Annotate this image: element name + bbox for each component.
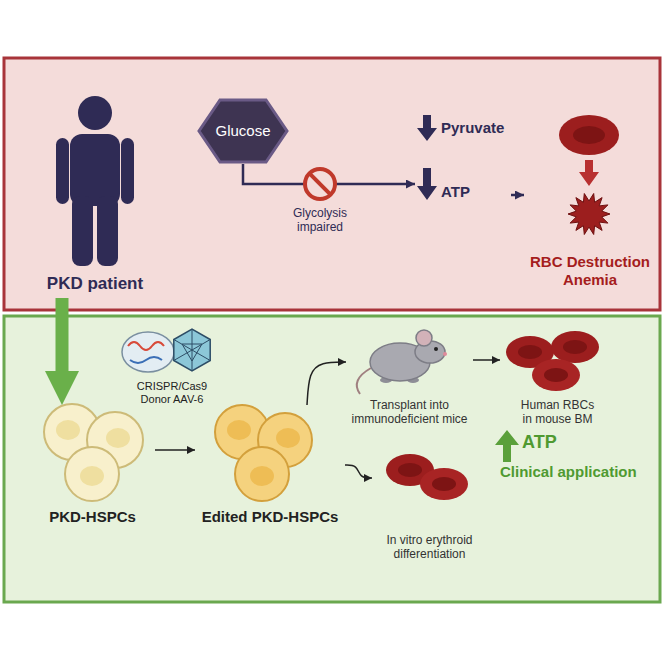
dna-strand <box>130 357 162 363</box>
mouse-node: Transplant into immunodeficient mice <box>346 325 473 430</box>
node-text: Human RBCs in mouse BM <box>518 398 598 426</box>
node-text: PKD-HSPCs <box>49 508 136 526</box>
node-text: ATP <box>441 183 470 201</box>
connector-arrow <box>473 359 500 361</box>
human-rbcs <box>506 331 599 391</box>
mouse-figure <box>357 330 447 394</box>
rbc-disc <box>559 115 619 155</box>
capsid-facets <box>174 329 210 371</box>
node-text: Edited PKD-HSPCs <box>202 508 339 526</box>
rbc-disc <box>420 468 468 500</box>
patient-head <box>78 96 112 130</box>
patient-arm <box>56 138 69 204</box>
increase-arrow <box>495 430 519 462</box>
patient-node: PKD patient <box>30 88 160 298</box>
pkd-hspc-cells <box>44 404 143 501</box>
edge-label: Glycolysis impaired <box>285 206 355 234</box>
cell-nucleus <box>250 466 274 486</box>
edited-hspc-cells <box>215 405 312 501</box>
rbc-disc <box>551 331 599 363</box>
rbc-center <box>398 463 422 477</box>
prohibition-ring <box>305 169 335 199</box>
increase-label: ATP <box>522 432 557 452</box>
hspc-cell <box>235 447 289 501</box>
node-text: Glucose <box>215 122 270 140</box>
metabolite-node: PyruvateATP <box>415 115 511 205</box>
connector-arrow <box>155 449 195 451</box>
patient-torso <box>70 134 120 206</box>
rbc-node: In vitro erythroid differentiation <box>372 448 487 565</box>
prohibition-slash <box>309 173 330 194</box>
prohibition-sign <box>305 169 335 199</box>
connector-arrow <box>345 465 372 478</box>
cell-nucleus <box>106 428 130 448</box>
rbc-destruction-node: RBC Destruction Anemia <box>524 105 656 293</box>
node-text: RBC Destruction Anemia <box>528 253 652 289</box>
connector-arrow <box>307 362 346 405</box>
rbc-center <box>563 340 587 354</box>
cas9-protein <box>122 332 174 372</box>
connector-arrow <box>56 298 69 385</box>
hexagon-outline <box>199 100 287 162</box>
in-vitro-rbcs <box>386 454 468 500</box>
rbc-node: Human RBCs in mouse BM <box>500 325 615 430</box>
patient-arm <box>121 138 134 204</box>
cell-node: Edited PKD-HSPCs <box>195 405 345 530</box>
rbc-center <box>573 126 605 144</box>
rbc-center <box>518 345 542 359</box>
hspc-cell <box>65 447 119 501</box>
node-text: Pyruvate <box>441 119 504 137</box>
outcome-label: Clinical application <box>500 463 637 481</box>
mouse-ear <box>416 330 432 346</box>
cell-nucleus <box>227 420 251 440</box>
node-text: Transplant into immunodeficient mice <box>350 398 469 426</box>
mouse-eye <box>434 347 438 351</box>
glucose-hexagon: Glucose <box>197 98 289 164</box>
guide-rna <box>128 342 164 350</box>
decrease-arrow <box>417 168 437 200</box>
decrease-arrow <box>417 115 437 141</box>
connector-arrow <box>511 194 524 197</box>
capsid-outline <box>174 329 210 371</box>
cell-node: PKD-HSPCs <box>30 405 155 530</box>
rbc-disc <box>532 359 580 391</box>
cell-nucleus <box>56 420 80 440</box>
mouse-nose <box>443 352 447 356</box>
patient-leg <box>97 196 118 266</box>
node-text: PKD patient <box>47 274 143 294</box>
mouse-tail <box>357 368 371 394</box>
rbc-center <box>432 477 456 491</box>
echinocyte <box>568 194 610 235</box>
healthy-rbc <box>559 115 619 155</box>
destruction-arrow <box>579 160 599 186</box>
aav6-capsid <box>174 329 210 371</box>
cell-nucleus <box>80 466 104 486</box>
edge-label: CRISPR/Cas9 Donor AAV-6 <box>130 380 214 406</box>
crispr-cas9 <box>122 332 174 372</box>
cell-nucleus <box>276 428 300 448</box>
patient-figure <box>56 96 134 266</box>
rbc-center <box>544 368 568 382</box>
node-text: In vitro erythroid differentiation <box>380 533 480 561</box>
therapy-panel <box>4 316 660 602</box>
patient-leg <box>72 196 93 266</box>
disease-panel <box>4 58 660 310</box>
